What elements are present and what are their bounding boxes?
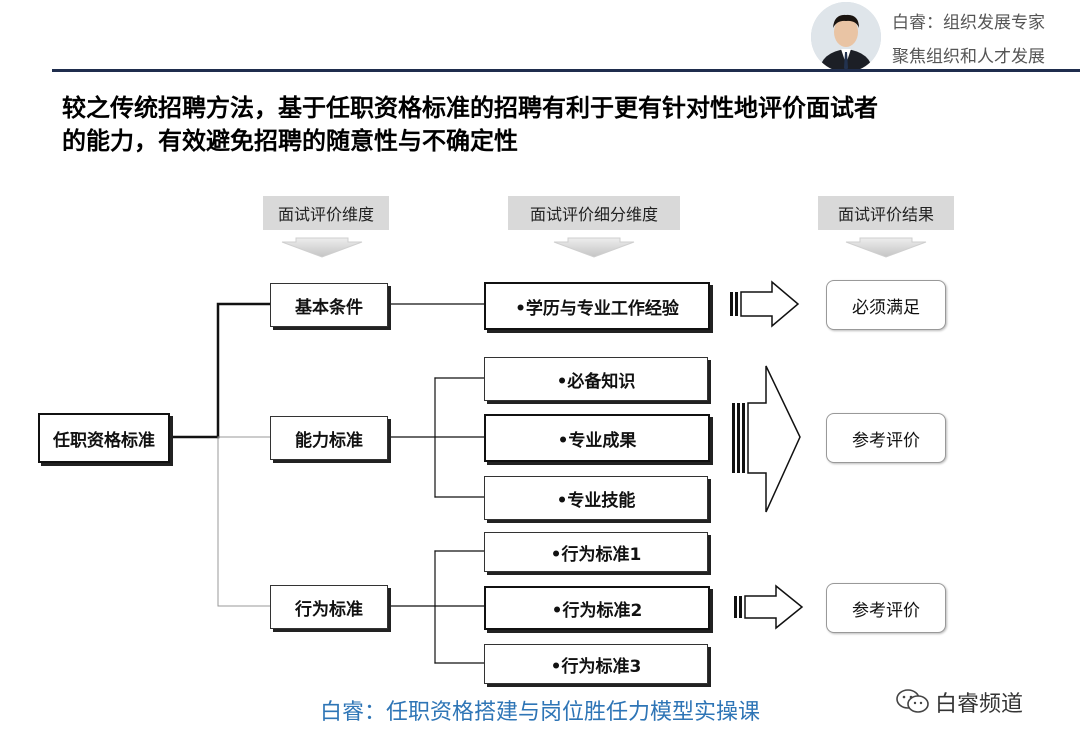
- sub-dimension-behavior-1: •行为标准1: [484, 532, 708, 572]
- result-arrow-1: [730, 280, 800, 328]
- sub-dimension-achievement: •专业成果: [484, 414, 710, 462]
- dimension-behavior: 行为标准: [270, 585, 388, 629]
- result-reference-2: 参考评价: [826, 583, 946, 633]
- person-photo-icon: [811, 2, 881, 72]
- dimension-ability: 能力标准: [270, 416, 388, 460]
- channel-watermark: 白睿频道: [935, 692, 1024, 717]
- sub-dimension-knowledge: •必备知识: [484, 357, 708, 401]
- result-must-meet: 必须满足: [826, 280, 946, 330]
- column-header-dimension: 面试评价维度: [263, 196, 389, 230]
- result-reference-1: 参考评价: [826, 413, 946, 463]
- sub-dimension-skill: •专业技能: [484, 476, 708, 520]
- sub-dimension-behavior-2: •行为标准2: [484, 586, 710, 630]
- sub-dimension-experience: •学历与专业工作经验: [484, 282, 710, 330]
- dimension-basic: 基本条件: [270, 283, 388, 327]
- header-divider: [52, 69, 1080, 72]
- slide-title-line-2: 的能力，有效避免招聘的随意性与不确定性: [62, 127, 518, 155]
- column-header-sub-dimension: 面试评价细分维度: [508, 196, 680, 230]
- col2-down-arrow: [553, 237, 635, 258]
- result-arrow-3: [734, 584, 804, 630]
- author-title: 白睿：组织发展专家: [892, 13, 1045, 33]
- slide-title: 较之传统招聘方法，基于任职资格标准的招聘有利于更有针对性地评价面试者 的能力，有…: [62, 92, 1042, 158]
- slide-title-line-1: 较之传统招聘方法，基于任职资格标准的招聘有利于更有针对性地评价面试者: [62, 94, 878, 122]
- course-footer: 白睿：任职资格搭建与岗位胜任力模型实操课: [320, 700, 761, 725]
- root-node: 任职资格标准: [38, 413, 170, 463]
- result-arrow-2: [732, 365, 801, 513]
- column-header-result: 面试评价结果: [818, 196, 954, 230]
- col1-down-arrow: [281, 237, 363, 258]
- col3-down-arrow: [845, 237, 927, 258]
- author-subtitle: 聚焦组织和人才发展: [892, 47, 1045, 67]
- sub-dimension-behavior-3: •行为标准3: [484, 644, 708, 684]
- wechat-icon: [895, 687, 931, 719]
- author-avatar: [811, 2, 881, 72]
